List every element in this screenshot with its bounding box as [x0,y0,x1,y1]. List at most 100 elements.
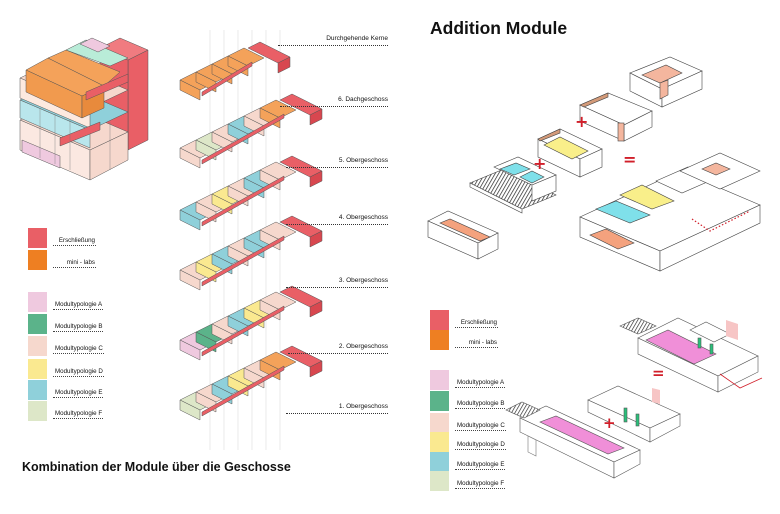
core-corridor [201,61,253,97]
legend-item-modultypologie-a: Modultypologie A [28,292,104,312]
legend-label: Modultypologie B [53,323,104,332]
core-band-side [309,108,323,126]
legend-item-modultypologie-d: Modultypologie D [430,432,506,452]
floor-leader-line [288,353,388,354]
legend-swatch [28,359,47,379]
core-band-side [277,56,291,74]
legend-swatch [430,413,449,433]
legend-swatch [28,336,47,356]
core-corridor [201,235,285,287]
legend-item-modultypologie-e: Modultypologie E [28,380,104,400]
legend-label: Modultypologie D [455,441,506,450]
module-terrace [469,156,557,214]
legend-label: Modultypologie A [53,301,104,310]
core-corridor [201,305,285,357]
legend-item-modultypologie-b: Modultypologie B [28,314,104,334]
legend-item-modultypologie-a: Modultypologie A [430,370,506,390]
floor-label: 6. Dachgeschoss [338,96,388,103]
legend-item-modultypologie-e: Modultypologie E [430,452,506,472]
legend-item-mini-labs: mini - labs [28,250,96,270]
floor-leader-line [286,413,388,414]
module-top-right [629,56,703,108]
legend-item-erschlie-ung: Erschließung [28,228,96,248]
module-combined [579,152,761,272]
module-green [587,385,681,443]
legend-swatch [28,292,47,312]
plus-operator-1: + [575,112,589,131]
module-cell-side [179,339,201,361]
addition-diagram-bottom [505,317,763,479]
legend-label: Modultypologie A [455,379,506,388]
core-band-side [309,230,323,248]
legend-swatch [28,314,47,334]
floor-label: 1. Obergeschoss [338,403,388,410]
core-band-side [309,360,323,378]
legend-swatch [28,250,47,270]
legend-swatch [28,380,47,400]
addition-module-title: Addition Module [430,18,568,38]
module-combined-long [619,317,759,393]
combination-title: Kombination der Module über die Geschoss… [22,460,291,474]
addition-diagram-top [427,56,761,272]
core-tower-front [127,49,149,151]
legend-item-modultypologie-f: Modultypologie F [430,471,506,491]
module-yellow [537,128,603,178]
equals-operator-1: = [623,150,637,169]
legend-swatch [430,310,449,330]
module-cell-side [179,79,201,101]
module-cell-side [179,209,201,231]
legend-label: mini - labs [455,339,498,348]
legend-swatch [430,370,449,390]
legend-swatch [430,471,449,491]
module-cell-side [179,147,201,169]
core-corridor [201,365,285,417]
legend-label: Modultypologie D [53,368,104,377]
legend-item-modultypologie-b: Modultypologie B [430,391,506,411]
core-band-side [309,300,323,318]
module-pink-long [505,401,641,479]
legend-label: Modultypologie C [455,422,506,431]
core-corridor [201,175,285,227]
legend-label: Modultypologie E [455,461,506,470]
legend-label: Modultypologie C [53,345,104,354]
building-isometric-overview [19,37,149,181]
module-cell-side [179,269,201,291]
legend-swatch [430,432,449,452]
legend-swatch [28,401,47,421]
legend-item-mini-labs: mini - labs [430,330,498,350]
module-cell-side [179,399,201,421]
floor-stack [179,30,323,450]
core-corridor [201,113,285,165]
floor-leader-line [280,106,388,107]
legend-item-modultypologie-c: Modultypologie C [430,413,506,433]
floor-leader-line [286,167,388,168]
legend-swatch [430,330,449,350]
legend-label: Erschließung [455,319,498,328]
dotted-access-path [691,210,751,232]
legend-swatch [430,391,449,411]
floor-leader-line [286,224,388,225]
legend-swatch [430,452,449,472]
legend-label: Modultypologie F [53,410,104,419]
legend-item-modultypologie-d: Modultypologie D [28,359,104,379]
floor-leader-line [286,287,388,288]
floor-label: 2. Obergeschoss [338,343,388,350]
plus-operator-2: + [533,154,547,173]
module-bedroom [579,92,653,142]
floor-label: 4. Obergeschoss [338,214,388,221]
legend-label: Erschließung [53,237,96,246]
floor-label: 5. Obergeschoss [338,157,388,164]
plus-operator-3: + [603,414,616,432]
equals-operator-2: = [652,364,665,382]
legend-label: Modultypologie B [455,400,506,409]
floor-leader-line [278,45,388,46]
core-band-side [309,170,323,188]
legend-label: Modultypologie F [455,480,506,489]
legend-item-erschlie-ung: Erschließung [430,310,498,330]
floor-label: Durchgehende Kerne [326,35,388,42]
legend-label: mini - labs [53,259,96,268]
legend-item-modultypologie-f: Modultypologie F [28,401,104,421]
legend-label: Modultypologie E [53,389,104,398]
legend-item-modultypologie-c: Modultypologie C [28,336,104,356]
legend-swatch [28,228,47,248]
